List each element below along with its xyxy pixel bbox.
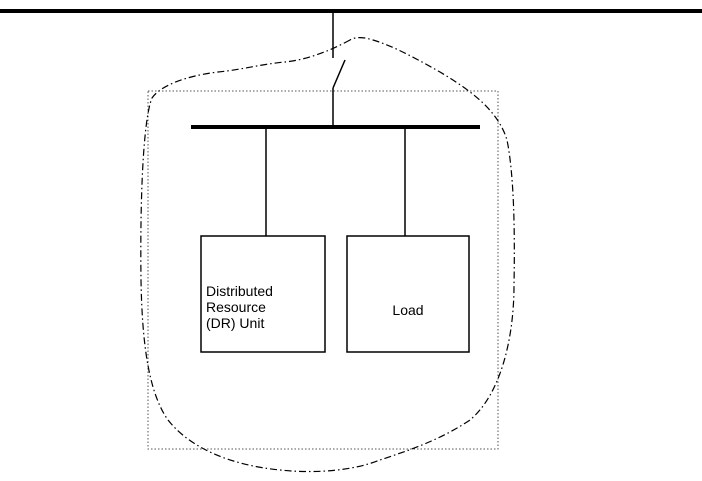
dr-unit-label: Distributed Resource (DR) Unit xyxy=(206,283,326,331)
local-eps-boundary xyxy=(147,90,499,450)
dr-unit-box xyxy=(200,235,326,353)
open-switch xyxy=(332,59,346,89)
island-boundary xyxy=(140,37,515,473)
dr-unit-label-line3: (DR) Unit xyxy=(206,315,265,331)
dr-unit-label-line2: Resource xyxy=(206,299,266,315)
dr-unit-label-line1: Distributed xyxy=(206,283,273,299)
load-label: Load xyxy=(392,302,424,318)
load-box xyxy=(346,235,470,353)
